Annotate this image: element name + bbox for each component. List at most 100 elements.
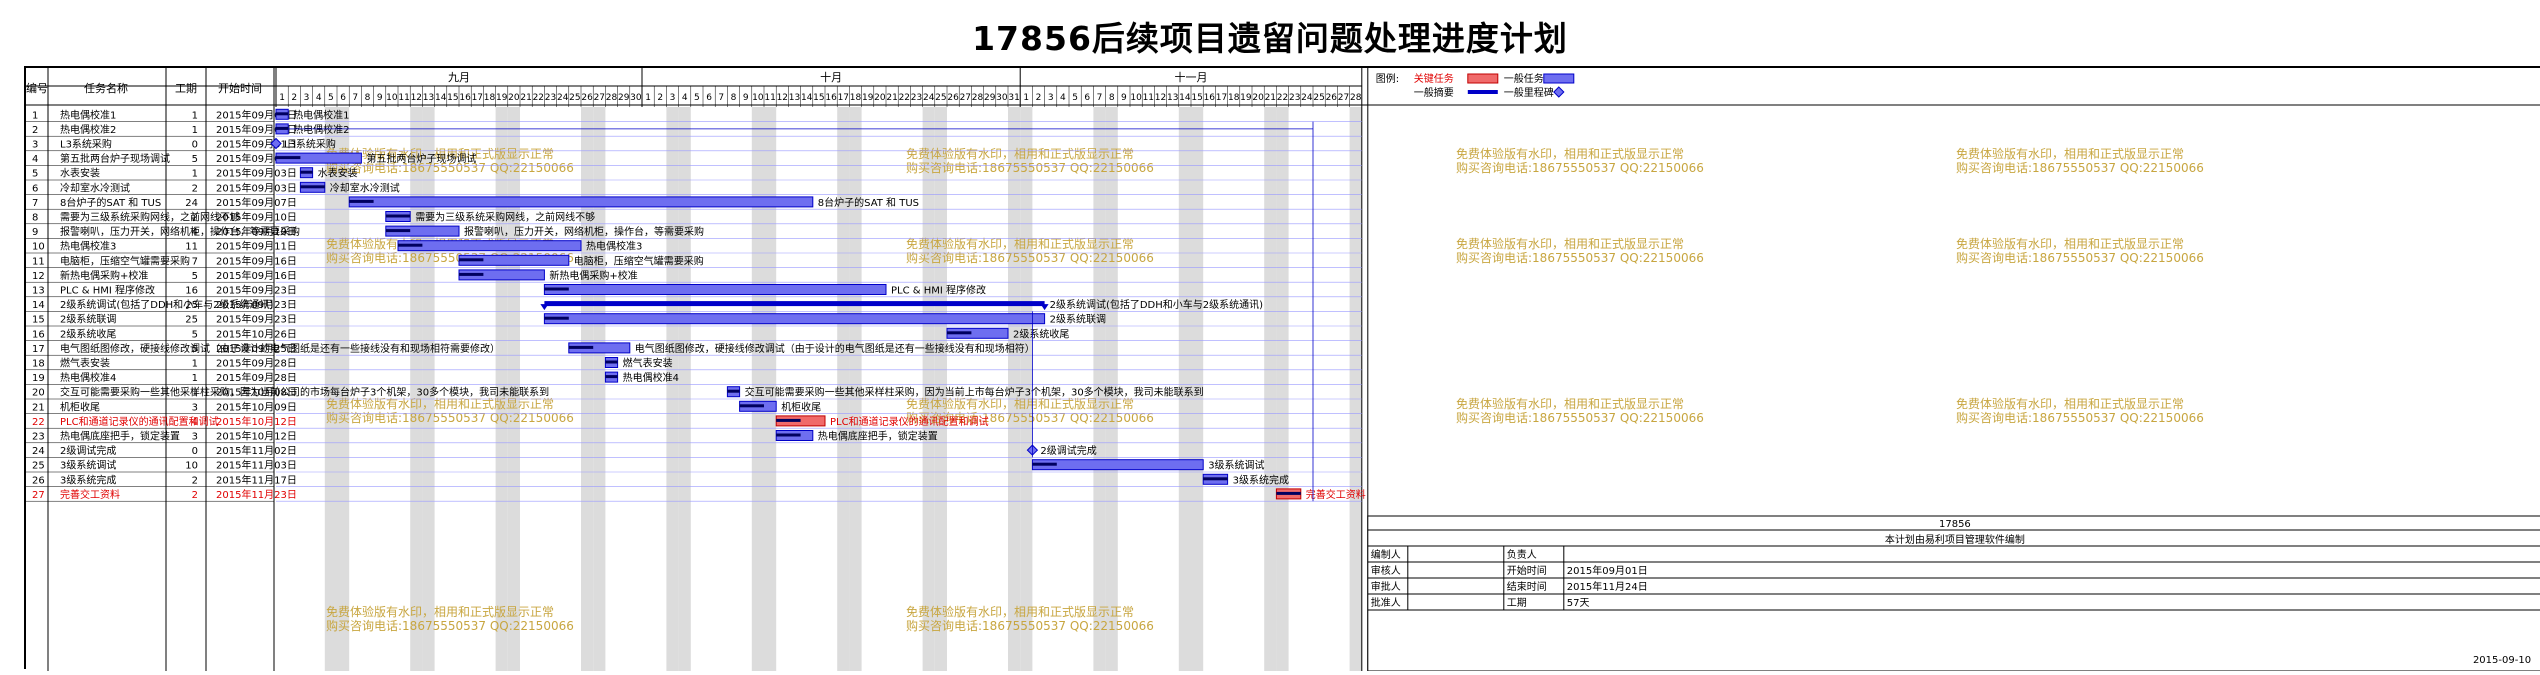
info-cell: 负责人 [1507, 548, 1537, 561]
task-bar-label: 2级系统收尾 [1013, 327, 1069, 340]
day-label: 25 [1313, 93, 1324, 103]
task-id: 6 [32, 183, 38, 194]
task-name: 第五批两台炉子现场调试 [60, 152, 170, 165]
task-bar-label: 第五批两台炉子现场调试 [366, 152, 476, 165]
day-label: 29 [984, 93, 996, 103]
task-progress [1032, 462, 1057, 466]
day-label: 9 [1121, 93, 1127, 103]
watermark-text: 购买咨询电话:18675550537 QQ:22150066 [326, 160, 574, 175]
task-duration: 1 [192, 388, 198, 399]
task-id: 3 [32, 140, 38, 151]
task-bar-label: 热电偶校准1 [293, 108, 349, 121]
task-name: 热电偶校准1 [60, 108, 116, 121]
day-label: 17 [838, 93, 849, 103]
task-duration: 1 [192, 359, 198, 370]
column-header-duration: 工期 [175, 82, 197, 95]
day-label: 18 [1228, 93, 1240, 103]
task-bar-label: 燃气表安装 [623, 357, 673, 370]
legend-critical-swatch [1467, 73, 1499, 84]
task-start: 2015年11月03日 [216, 459, 297, 472]
task-start: 2015年09月23日 [216, 284, 297, 297]
task-id: 19 [32, 373, 45, 384]
day-label: 10 [752, 93, 764, 103]
task-start: 2015年09月16日 [216, 254, 297, 267]
task-start: 2015年09月11日 [216, 240, 297, 253]
watermark-text: 免费体验版有水印，相用和正式版显示正常 [326, 146, 554, 161]
day-label: 3 [670, 93, 676, 103]
weekend-shade [581, 107, 594, 671]
legend-title: 图例: [1376, 72, 1399, 85]
task-name: 交互可能需要采购一些其他采样柱采购，因为当前公司的市场每台炉子3个机架，30多个… [60, 386, 549, 399]
info-cell: 批准人 [1371, 596, 1401, 609]
watermark-text: 购买咨询电话:18675550537 QQ:22150066 [906, 160, 1154, 175]
day-label: 8 [731, 93, 737, 103]
task-name: 电气图纸图修改，硬接线修改调试（由于设计的电气图纸是还有一些接线没有和现场相符需… [60, 342, 500, 355]
watermark-text: 免费体验版有水印，相用和正式版显示正常 [906, 236, 1134, 251]
day-label: 24 [923, 93, 935, 103]
day-label: 16 [459, 93, 471, 103]
info-cell: 57天 [1567, 598, 1590, 609]
task-id: 15 [32, 315, 45, 326]
legend-milestone-label: 一般里程碑 [1504, 86, 1554, 99]
day-label: 4 [316, 93, 322, 103]
task-bar-label: 电脑柜，压缩空气罐需要采购 [574, 254, 704, 267]
task-duration: 25 [185, 315, 198, 326]
task-bar-label: 机柜收尾 [781, 400, 821, 413]
day-label: 10 [386, 93, 398, 103]
task-bar [543, 284, 887, 295]
task-bar-label: 需要为三级系统采购网线，之前网线不够 [415, 211, 595, 224]
day-label: 11 [1143, 93, 1154, 103]
watermark-text: 购买咨询电话:18675550537 QQ:22150066 [1456, 250, 1704, 265]
task-progress [1276, 491, 1301, 495]
task-id: 4 [32, 154, 38, 165]
task-id: 22 [32, 417, 45, 428]
day-label: 27 [960, 93, 971, 103]
task-id: 18 [32, 359, 45, 370]
day-label: 26 [947, 93, 959, 103]
task-start: 2015年09月23日 [216, 313, 297, 326]
task-id: 1 [32, 110, 38, 121]
task-duration: 0 [192, 446, 198, 457]
task-duration: 3 [192, 432, 198, 443]
day-label: 15 [447, 93, 458, 103]
task-progress [739, 404, 764, 408]
month-label: 十一月 [1175, 70, 1208, 84]
task-start: 2015年09月03日 [216, 181, 297, 194]
task-name: 水表安装 [60, 167, 100, 180]
weekend-shade [1008, 107, 1021, 671]
task-name: 冷却室水冷测试 [60, 181, 130, 194]
watermark-text: 购买咨询电话:18675550537 QQ:22150066 [326, 410, 574, 425]
task-duration: 5 [192, 344, 198, 355]
task-progress [385, 229, 411, 233]
task-start: 2015年09月23日 [216, 298, 297, 311]
watermark-text: 免费体验版有水印，相用和正式版显示正常 [1956, 396, 2184, 411]
task-id: 13 [32, 286, 45, 297]
day-label: 12 [777, 93, 788, 103]
watermark-text: 购买咨询电话:18675550537 QQ:22150066 [326, 618, 574, 633]
task-name: 电脑柜，压缩空气罐需要采购 [60, 254, 190, 267]
day-label: 21 [1265, 93, 1276, 103]
task-name: 机柜收尾 [60, 400, 100, 413]
info-cell: 审核人 [1371, 564, 1401, 577]
task-name: 2级系统收尾 [60, 327, 116, 340]
task-duration: 24 [185, 198, 198, 209]
task-bar-label: 水表安装 [318, 167, 358, 180]
task-duration: 5 [192, 154, 198, 165]
day-label: 17 [472, 93, 483, 103]
task-id: 27 [32, 490, 45, 501]
day-label: 26 [1326, 93, 1338, 103]
legend-summary-label: 一般摘要 [1414, 86, 1454, 99]
task-progress [568, 345, 594, 349]
day-label: 20 [508, 93, 520, 103]
info-cell: 工期 [1507, 597, 1527, 609]
watermark-text: 免费体验版有水印，相用和正式版显示正常 [326, 604, 554, 619]
task-progress [544, 316, 569, 320]
task-name: 2级调试完成 [60, 444, 116, 457]
task-bar-label: PLC & HMI 程序修改 [891, 284, 986, 297]
weekend-shade [764, 107, 777, 671]
task-name: L3系统采购 [60, 138, 112, 151]
task-progress [459, 272, 484, 276]
summary-cap [1040, 304, 1049, 311]
watermark-text: 购买咨询电话:18675550537 QQ:22150066 [906, 250, 1154, 265]
